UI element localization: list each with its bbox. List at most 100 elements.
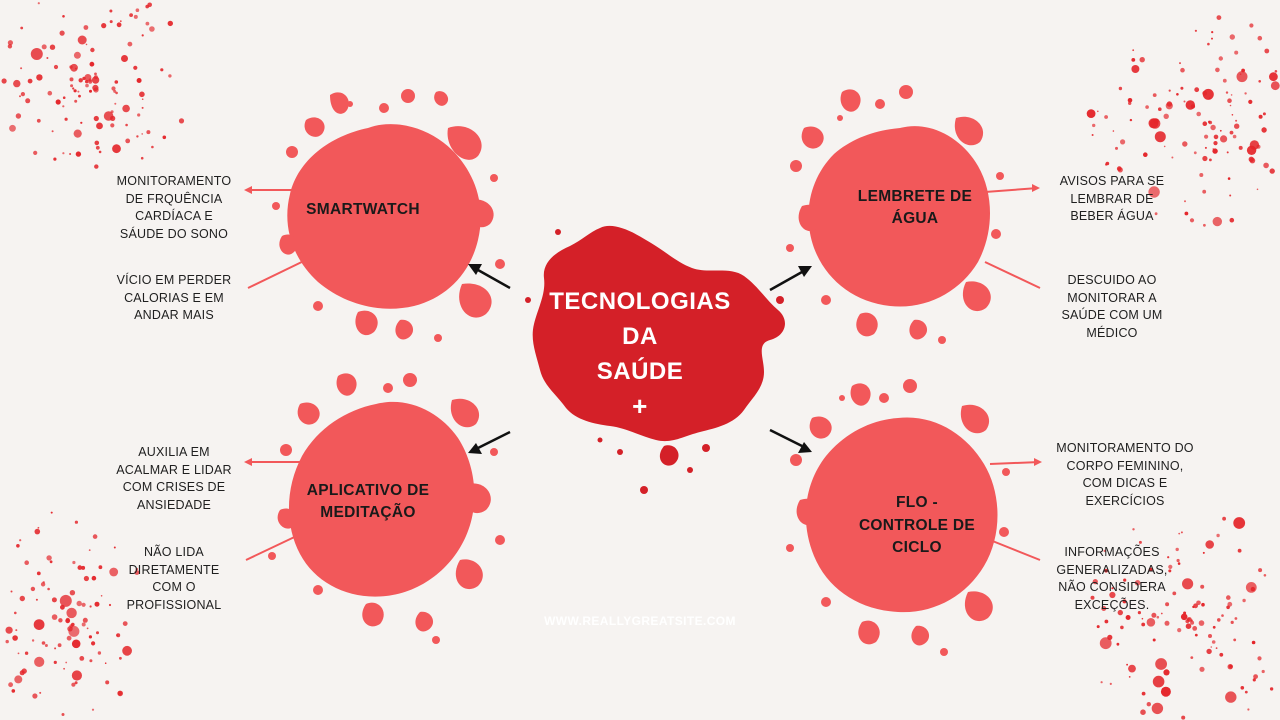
paint-speckle — [7, 40, 13, 46]
paint-speckle — [1218, 56, 1224, 61]
paint-speckle — [1131, 58, 1136, 62]
paint-speckle — [127, 41, 133, 47]
paint-speckle — [78, 94, 81, 98]
paint-speckle — [108, 603, 112, 607]
paint-speckle — [19, 595, 25, 602]
paint-speckle — [1225, 91, 1229, 94]
paint-speckle — [1184, 200, 1186, 203]
note-meditacao-1: AUXILIA EM ACALMAR E LIDAR COM CRISES DE… — [99, 444, 249, 514]
paint-speckle — [71, 670, 82, 681]
paint-speckle — [1236, 71, 1248, 83]
paint-speckle — [1227, 601, 1233, 607]
paint-speckle — [1129, 118, 1133, 122]
paint-speckle — [1263, 162, 1269, 169]
paint-speckle — [1210, 646, 1213, 648]
paint-speckle — [74, 99, 78, 103]
paint-speckle — [27, 78, 33, 84]
paint-speckle — [34, 528, 41, 535]
paint-speckle — [1227, 98, 1232, 103]
paint-speckle — [19, 539, 22, 542]
paint-speckle — [121, 55, 128, 62]
paint-speckle — [178, 118, 185, 124]
paint-speckle — [1237, 548, 1242, 553]
paint-speckle — [88, 549, 91, 551]
node-blob-smartwatch — [272, 89, 505, 342]
paint-speckle — [1220, 135, 1228, 143]
paint-speckle — [109, 567, 119, 577]
node-title-line: FLO - — [896, 494, 938, 511]
paint-speckle — [94, 601, 100, 607]
note-line: DIRETAMENTE — [128, 562, 220, 577]
note-line: AUXILIA EM — [138, 445, 210, 459]
paint-speckle — [1215, 67, 1220, 73]
note-flo-1: MONITORAMENTO DO CORPO FEMININO, COM DIC… — [1042, 440, 1208, 510]
paint-speckle — [89, 605, 92, 608]
paint-speckle — [82, 617, 88, 623]
paint-speckle — [1103, 549, 1106, 553]
paint-speckle — [1212, 148, 1215, 150]
paint-speckle — [114, 80, 119, 84]
paint-speckle — [1244, 92, 1247, 95]
note-line: SAÚDE COM UM — [1061, 308, 1163, 322]
paint-speckle — [1137, 611, 1141, 615]
paint-speckle — [1208, 120, 1213, 125]
paint-speckle — [1152, 93, 1157, 97]
paint-speckle — [85, 43, 88, 46]
node-title-line: ÁGUA — [891, 210, 939, 227]
paint-speckle — [1182, 141, 1188, 147]
paint-speckle — [1204, 146, 1207, 149]
note-lembrete-2: DESCUIDO AO MONITORAR A SAÚDE COM UM MÉD… — [1037, 272, 1187, 342]
paint-speckle — [1206, 648, 1212, 655]
note-line: CORPO FEMININO, — [1066, 458, 1184, 473]
paint-speckle — [91, 76, 100, 84]
paint-speckle — [1175, 547, 1179, 552]
paint-speckle — [1192, 605, 1195, 609]
paint-speckle — [1125, 615, 1131, 620]
paint-speckle — [1154, 212, 1158, 216]
paint-speckle — [1192, 626, 1198, 631]
paint-speckle — [1211, 30, 1214, 34]
note-line: MONITORAR A — [1067, 290, 1157, 305]
node-title-lembrete: LEMBRETE DE ÁGUA — [840, 186, 990, 230]
paint-speckle — [1190, 656, 1194, 659]
paint-speckle — [1132, 528, 1135, 531]
paint-speckle — [46, 555, 52, 561]
paint-speckle — [1234, 50, 1239, 55]
paint-speckle — [1256, 144, 1261, 149]
paint-speckle — [1165, 102, 1173, 110]
paint-speckle — [5, 639, 9, 644]
node-title-line: APLICATIVO DE — [306, 482, 430, 499]
paint-speckle — [83, 25, 89, 30]
note-flo-2: INFORMAÇÕES GENERALIZADAS, NÃO CONSIDERA… — [1037, 544, 1187, 614]
paint-speckle — [1146, 702, 1152, 707]
plus-icon: + — [632, 391, 648, 421]
paint-speckle — [10, 590, 13, 593]
connector-arrowhead — [244, 458, 252, 466]
center-blob — [525, 225, 785, 494]
paint-speckle — [133, 65, 138, 70]
paint-speckle — [8, 682, 14, 688]
paint-speckle — [1261, 127, 1267, 133]
paint-speckle — [37, 2, 40, 5]
paint-speckle — [1131, 65, 1140, 73]
paint-speckle — [1238, 145, 1243, 150]
paint-speckle — [15, 629, 18, 632]
paint-speckle — [24, 651, 29, 655]
note-line: AVISOS PARA SE — [1059, 174, 1165, 188]
paint-speckle — [1229, 104, 1232, 107]
paint-speckle — [7, 44, 13, 49]
paint-speckle — [51, 614, 58, 620]
paint-speckle — [69, 153, 72, 155]
paint-speckle — [1264, 48, 1270, 54]
paint-speckle — [1193, 151, 1197, 155]
paint-speckle — [1109, 682, 1112, 686]
paint-speckle — [81, 622, 86, 627]
paint-speckle — [1194, 633, 1198, 637]
paint-speckle — [1176, 558, 1180, 563]
paint-speckle — [1240, 686, 1245, 690]
note-line: DESCUIDO AO — [1067, 273, 1157, 287]
paint-speckle — [1122, 599, 1127, 604]
paint-speckle — [78, 78, 83, 83]
paint-speckle — [1212, 625, 1216, 629]
